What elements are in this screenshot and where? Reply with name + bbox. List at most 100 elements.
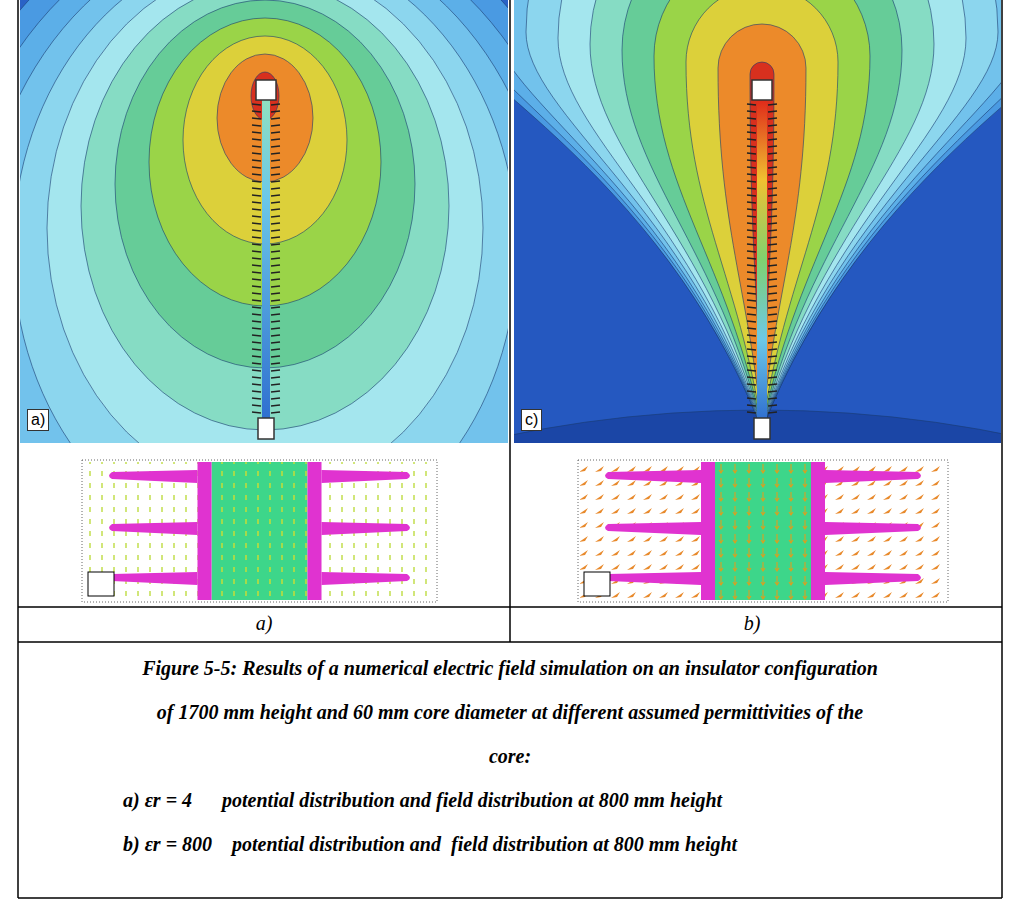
- insulator-shed: [747, 230, 777, 231]
- insulator-shed: [252, 405, 280, 406]
- plot-tag: c): [521, 409, 542, 431]
- insulator-shed: [252, 230, 280, 231]
- insulator-shed: [252, 209, 280, 210]
- insulator-shed: [747, 391, 777, 392]
- insulator-shed: [747, 237, 777, 238]
- silicone-shed: [825, 572, 921, 585]
- contour-band: [526, 0, 998, 430]
- insulator-shed: [747, 335, 777, 336]
- border-line: [1001, 0, 1003, 898]
- caption-line: a) εr = 4 potential distribution and fie…: [123, 778, 722, 822]
- border-line: [18, 897, 1002, 899]
- insulator-shed: [252, 216, 280, 217]
- silicone-shed: [825, 470, 921, 483]
- insulator-shed: [747, 188, 777, 189]
- insulator-shed: [747, 181, 777, 182]
- insulator-shed: [747, 328, 777, 329]
- insulator-shed: [747, 307, 777, 308]
- insulator-shed: [747, 286, 777, 287]
- contour-band: [20, 0, 508, 443]
- border-line: [509, 0, 511, 642]
- insulator-shed: [252, 328, 280, 329]
- field-detail-plots: [82, 460, 948, 602]
- silicone-shed: [322, 470, 411, 483]
- insulator-core: [262, 100, 270, 420]
- insulator-shed: [252, 363, 280, 364]
- insulator-shed: [747, 139, 777, 140]
- insulator-shed: [252, 412, 280, 413]
- contour-band: [81, 0, 449, 430]
- contour-band: [590, 0, 934, 430]
- insulator-shed: [252, 237, 280, 238]
- contour-band: [47, 0, 483, 443]
- electrode-square: [584, 572, 610, 596]
- insulator-shed: [747, 377, 777, 378]
- contour-band: [718, 24, 806, 430]
- silicone-shed: [322, 522, 411, 535]
- insulator-shed: [252, 335, 280, 336]
- insulator-shed: [252, 391, 280, 392]
- insulator-shed: [252, 139, 280, 140]
- insulator-shed: [747, 314, 777, 315]
- insulator-shed: [747, 160, 777, 161]
- insulator-shed: [252, 167, 280, 168]
- silicone-shed: [605, 470, 701, 483]
- contour-band: [514, 0, 1001, 430]
- insulator-shed: [252, 314, 280, 315]
- insulator-shed: [252, 195, 280, 196]
- silicone-shed: [322, 572, 411, 585]
- insulator-shed: [252, 188, 280, 189]
- border-line: [18, 641, 1002, 643]
- silicone-housing: [701, 462, 715, 600]
- silicone-housing: [198, 462, 212, 600]
- silicone-shed: [109, 470, 198, 483]
- insulator-shed: [252, 111, 280, 112]
- border-line: [18, 606, 1002, 608]
- insulator-shed: [747, 244, 777, 245]
- insulator-shed: [252, 132, 280, 133]
- insulator-core: [715, 462, 811, 600]
- insulator-shed: [252, 300, 280, 301]
- insulator-shed: [747, 356, 777, 357]
- contour-band: [514, 0, 1001, 430]
- insulator-shed: [747, 363, 777, 364]
- potential-plot-low: [20, 0, 508, 443]
- insulator-shed: [747, 202, 777, 203]
- insulator-shed: [747, 398, 777, 399]
- table-borders: [18, 0, 1002, 898]
- insulator-shed: [747, 300, 777, 301]
- silicone-shed: [825, 522, 921, 535]
- insulator-shed: [747, 132, 777, 133]
- silicone-housing: [308, 462, 322, 600]
- table-cell-label: a): [18, 612, 510, 635]
- ground-electrode: [258, 418, 274, 439]
- contour-band: [750, 62, 774, 430]
- insulator-shed: [747, 265, 777, 266]
- contour-band: [20, 0, 508, 443]
- insulator-shed: [252, 293, 280, 294]
- insulator-shed: [747, 195, 777, 196]
- silicone-shed: [605, 522, 701, 535]
- insulator-shed: [252, 104, 280, 105]
- insulator-shed: [252, 377, 280, 378]
- insulator-shed: [252, 349, 280, 350]
- insulator-shed: [747, 111, 777, 112]
- silicone-shed: [109, 522, 198, 535]
- insulator-shed: [747, 272, 777, 273]
- insulator-shed: [252, 272, 280, 273]
- field-vectors: [715, 462, 811, 600]
- insulator-shed: [252, 356, 280, 357]
- insulator-shed: [252, 321, 280, 322]
- insulator-shed: [747, 167, 777, 168]
- insulator-shed: [747, 118, 777, 119]
- figure-caption: Figure 5-5: Results of a numerical elect…: [140, 646, 880, 778]
- insulator-shed: [252, 244, 280, 245]
- contour-band: [20, 0, 508, 443]
- field-vectors: [212, 462, 308, 600]
- insulator-shed: [747, 405, 777, 406]
- silicone-shed: [109, 572, 198, 585]
- insulator-shed: [747, 349, 777, 350]
- insulator-shed: [252, 286, 280, 287]
- contour-band: [514, 0, 1001, 430]
- insulator-shed: [747, 384, 777, 385]
